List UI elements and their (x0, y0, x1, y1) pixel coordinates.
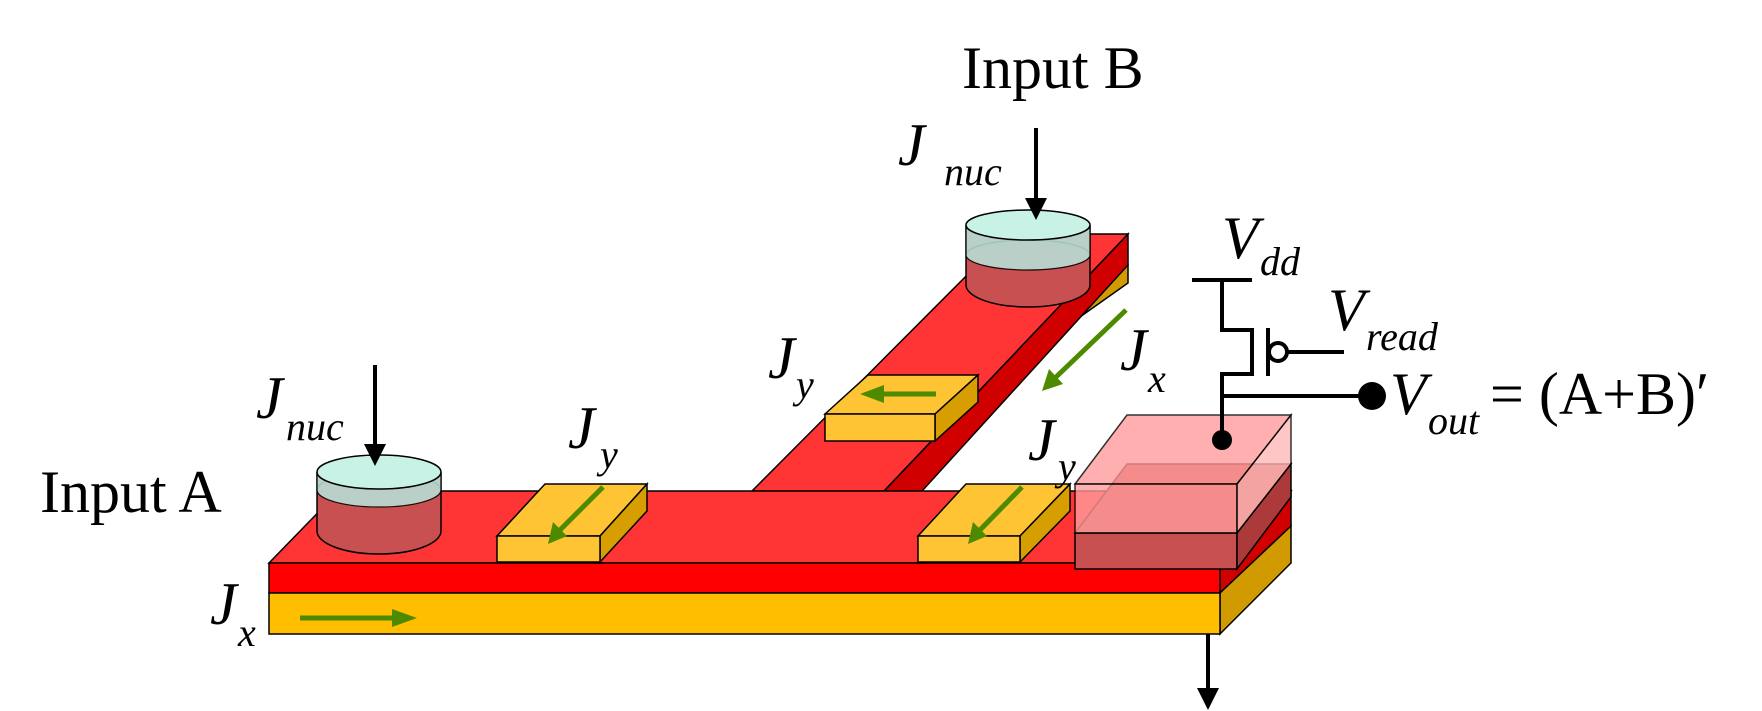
input-b-label: Input B (962, 35, 1144, 101)
nucleation-pad-a (316, 454, 442, 555)
svg-text:V: V (1222, 205, 1265, 271)
nucleation-a-cap (316, 454, 442, 490)
sot-pad-b-front (824, 413, 936, 442)
svg-text:dd: dd (1260, 239, 1301, 284)
svg-text:out: out (1428, 398, 1480, 443)
jx-branch-arrow-head (1042, 369, 1063, 391)
jnuc-a-arrow-head (364, 444, 386, 466)
svg-text:nuc: nuc (944, 149, 1002, 194)
output-current-arrow-head (1197, 688, 1219, 710)
mtj-contact-dot (1212, 430, 1232, 450)
sot-pad-a (495, 482, 649, 564)
svg-text:J: J (1120, 317, 1149, 383)
jx-branch-arrow-line (1053, 308, 1128, 380)
transistor-channel (1220, 280, 1254, 406)
sot-pad-b (823, 373, 980, 443)
svg-text:read: read (1366, 314, 1439, 359)
sot-pad-mid (916, 482, 1072, 564)
main-free-layer-front (268, 562, 1221, 594)
vout-label: V out = (A+B)′ (1390, 361, 1709, 443)
svg-text:J: J (768, 325, 797, 391)
jy-a-arrow (558, 485, 605, 532)
svg-text:y: y (596, 432, 618, 477)
pmos-bubble (1267, 341, 1289, 363)
nucleation-pad-b (965, 209, 1091, 308)
vout-node (1358, 382, 1386, 410)
svg-text:x: x (1147, 356, 1166, 401)
svg-text:x: x (237, 610, 256, 655)
nucleation-b-cap (965, 209, 1091, 241)
jy-a-arrow-head (548, 522, 567, 544)
svg-text:J: J (568, 395, 597, 461)
svg-text:J: J (256, 365, 285, 431)
jy-b-label: J y (768, 325, 814, 407)
jy-mid-arrow-head (968, 522, 987, 544)
vdd-label: V dd (1222, 205, 1301, 284)
jx-branch-label: J x (1120, 317, 1166, 401)
svg-text:J: J (898, 112, 927, 178)
svg-text:y: y (792, 362, 814, 407)
jx-front-label: J x (210, 571, 256, 655)
jy-mid-arrow (978, 485, 1024, 532)
svg-text:y: y (1054, 444, 1076, 489)
jy-a-label: J y (568, 395, 618, 477)
jy-mid-label: J y (1028, 407, 1076, 489)
svg-text:J: J (210, 571, 239, 637)
vread-label: V read (1328, 277, 1439, 359)
sot-pad-a-front (496, 535, 601, 563)
svg-text:V: V (1390, 361, 1433, 427)
svg-text:J: J (1028, 407, 1057, 473)
mtj-lower-front (1074, 532, 1238, 570)
jy-b-arrow-head (860, 385, 884, 403)
readout-circuit (1192, 278, 1372, 440)
input-a-label: Input A (40, 459, 222, 525)
readout-mtj (1073, 412, 1293, 572)
svg-text:nuc: nuc (286, 404, 344, 449)
main-heavy-metal-front (268, 592, 1221, 635)
mtj-upper-side (1236, 412, 1292, 536)
jnuc-b-arrow-head (1025, 198, 1047, 220)
jx-arrow-head (392, 609, 417, 627)
jnuc-a-label: J nuc (256, 365, 344, 449)
svg-text:V: V (1328, 277, 1371, 343)
vout-expression: = (A+B)′ (1490, 361, 1709, 427)
jx-branch-arrow (1042, 308, 1128, 391)
mtj-upper-front (1074, 483, 1238, 534)
jnuc-b-label: J nuc (898, 112, 1002, 194)
